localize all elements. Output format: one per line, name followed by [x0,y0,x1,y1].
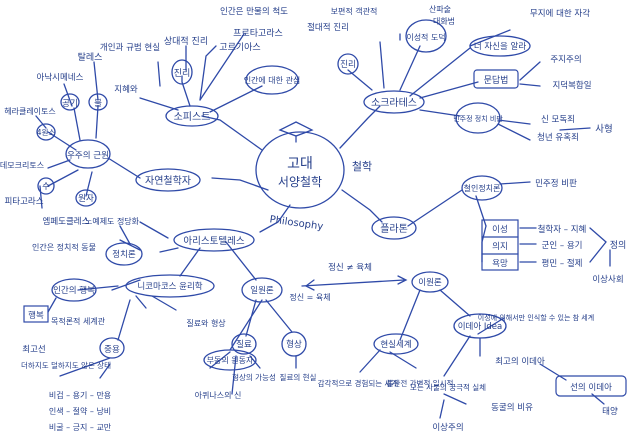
branch-socrates: 소크라테스 진리 절대적 진리 보편적 객관적 이성적 도덕 산파술 대화법 무… [307,4,613,143]
plato-ideal-society: 이상사회 [592,274,623,285]
branch-natural: 자연철학자 우주의 근원 탈레스 아낙시메네스 공기 불 헤라클레이토스 4원소… [0,52,201,227]
socrates-universal: 보편적 객관적 [331,6,378,16]
natural-fire: 불 [94,98,102,109]
aristotle-form: 형상 [286,339,302,350]
sophist-human-interest: 인간에 대한 관심 [244,75,301,85]
aristotle-unmoved-mover: 부동의 원동자 [207,355,254,365]
natural-thales: 탈레스 [78,52,103,63]
sophist-gorgias: 고르기아스 [219,42,260,53]
aristotle-matter: 질료 [236,339,252,350]
center-node: 고대 서양철학 Philosophy 철학 [255,121,372,233]
aristotle-aquinas-god: 아퀴나스의 신 [195,390,242,400]
plato-soldier-courage: 군인 – 용기 [542,240,583,251]
sophist-relative-truth: 상대적 진리 [164,35,208,47]
plato-label: 플라톤 [380,223,408,235]
plato-commoner-temperance: 평민 – 절제 [542,258,583,269]
natural-number: 수 [42,182,50,192]
socrates-unity: 지덕복합일 [552,80,591,91]
aristotle-mean-def: 더하지도 덜하지도 않은 상태 [21,360,111,370]
sophist-measure: 인간은 만물의 척도 [220,6,288,17]
socrates-absolute: 절대적 진리 [307,22,349,33]
plato-idealism: 이상주의 [432,422,463,433]
branch-sophist: 소피스트 진리 상대적 진리 개인과 규범 현실 지혜와 인간은 만물의 척도 … [100,6,301,127]
aristotle-form-possibility: 형상의 가능성 [232,372,276,382]
socrates-socratic-method: 문답법 [484,74,509,86]
natural-democritus: 엠페도클레스 [43,216,90,227]
socrates-truth: 진리 [340,59,356,70]
aristotle-teleology: 목적론적 세계관 [51,316,106,326]
plato-reason: 이성 [492,224,508,235]
natural-heraclitus: 헤라클레이토스 [4,106,56,116]
socrates-corruption: 청년 유혹죄 [537,132,579,143]
sophist-norms: 개인과 규범 현실 [100,42,160,53]
plato-highest-idea: 최고의 이데아 [495,356,545,367]
plato-desire: 욕망 [492,258,508,269]
aristotle-matter-reality: 질료의 현실 [280,372,317,382]
natural-air: 공기 [62,99,78,109]
plato-idea-of-good: 선의 이데아 [570,382,612,393]
natural-pythagoras: 피타고라스 [4,197,43,207]
socrates-blasphemy: 신 모독죄 [541,115,575,125]
plato-idea: 이데아 Idea [458,321,503,332]
plato-cave: 동굴의 비유 [491,402,533,413]
plato-sensed-world: 감각적으로 경험되는 세계 [318,378,399,388]
branch-aristotle: 아리스토텔레스 정치론 노예제도 정당화 인간은 정치적 동물 니코마코스 윤리… [21,216,331,432]
branch-plato: 플라톤 철인정치론 민주정 비판 이성 의지 욕망 철학자 – 지혜 군인 – … [318,175,627,433]
plato-will: 의지 [492,241,508,252]
socrates-rational-moral: 이성적 도덕 [406,32,445,42]
socrates-dialogue: 대화법 [433,16,455,26]
aristotle-highest-good: 최고선 [22,344,45,355]
aristotle-mind-body: 정신 = 육체 [289,292,330,302]
natural-origin: 우주의 근원 [67,150,109,161]
plato-ultimate-reality: 모든 사물의 궁극적 실체 [410,382,486,392]
center-english: Philosophy [269,214,324,232]
socrates-know-thyself: 너 자신을 알라 [474,41,527,52]
aristotle-slavery: 노예제도 정당화 [85,216,140,226]
aristotle-human-happiness: 인간의 행복 [53,285,95,296]
aristotle-courage: 비겁 – 용기 – 만용 [49,390,111,400]
center-tag: 철학 [352,160,372,173]
socrates-maieutics: 산파술 [429,4,451,14]
plato-sun: 태양 [602,406,618,417]
aristotle-pride: 비굴 – 긍지 – 교만 [49,423,112,432]
aristotle-mean: 중용 [104,345,120,355]
socrates-label: 소크라테스 [371,97,417,109]
plato-ruler-wisdom: 철학자 – 지혜 [538,224,587,235]
aristotle-politics: 정치론 [112,249,136,260]
aristotle-political-animal: 인간은 정치적 동물 [32,242,96,252]
aristotle-label: 아리스토텔레스 [183,235,244,247]
plato-dualism: 이원론 [418,277,442,288]
natural-label: 자연철학자 [145,175,191,187]
sophist-protagoras: 프로타고라스 [233,28,283,39]
plato-real-world: 현실세계 [380,339,411,350]
sophist-label: 소피스트 [174,111,211,123]
socrates-intellectualism: 주지주의 [550,54,581,65]
connector-lines [35,29,611,419]
cross-link-label: 정신 ≠ 육체 [328,262,372,273]
plato-imperfect: 불완전 가변적 일시적 [387,378,454,388]
aristotle-thrift: 인색 – 절약 – 낭비 [49,406,111,416]
aristotle-nicomachean: 니코마코스 윤리학 [137,281,202,292]
natural-4elements: 4원소 [37,128,56,137]
socrates-democracy-critique: 민주정 정치 비판 [453,114,503,123]
sophist-wisdom: 지혜와 [114,84,138,95]
center-title: 고대 [287,156,313,172]
natural-atom: 원자 [78,194,94,204]
plato-justice: 정의 [610,240,627,251]
socrates-ignorance: 무지에 대한 자각 [530,8,590,19]
plato-true-world: 이성에 의해서만 인식할 수 있는 참 세계 [478,313,594,322]
socrates-death: 사형 [595,124,612,135]
aristotle-form-matter: 질료와 형상 [186,318,226,328]
plato-democracy-critique: 민주정 비판 [535,178,577,189]
plato-philosopher-king: 철인정치론 [464,183,501,193]
center-subtitle: 서양철학 [278,175,322,189]
sophist-node-truth: 진리 [174,68,191,79]
natural-empedocles: 데모크리토스 [0,161,44,170]
aristotle-monism: 일원론 [250,286,274,296]
natural-anaximenes: 아낙시메네스 [37,72,84,83]
aristotle-happiness: 행복 [28,310,44,321]
